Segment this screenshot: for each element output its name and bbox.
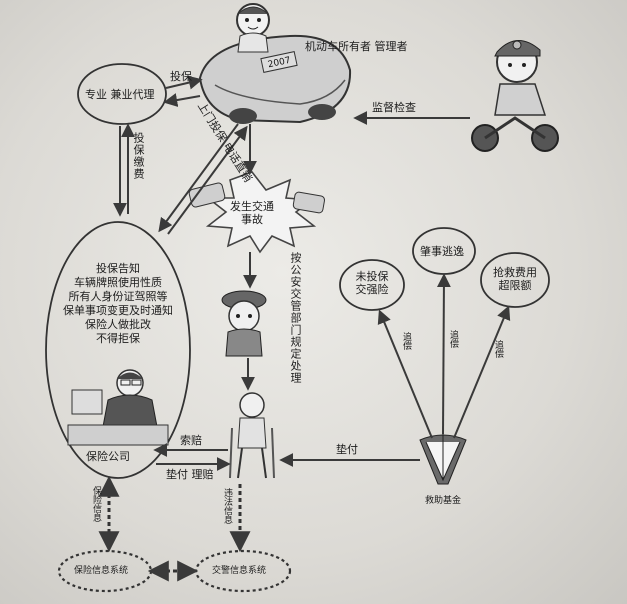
edge-advance-pay: 垫付 — [336, 443, 358, 456]
insurer-label: 保险公司 — [86, 450, 130, 463]
crashed-cars-icon — [188, 182, 326, 214]
arrow-insurer-to-owner-b — [167, 125, 248, 235]
owner-label: 机动车所有者 管理者 — [305, 40, 408, 53]
rescue-cost-line-1: 抢救费用 — [493, 266, 537, 279]
arrow-owner-to-insurer-a — [158, 123, 239, 233]
uninsured-label: 未投保 交强险 — [348, 270, 396, 296]
uninsured-line-2: 交强险 — [355, 283, 389, 296]
rescue-fund-icon — [419, 434, 467, 485]
edge-insurance-info: 保险信息 — [91, 486, 101, 522]
notice-block: 投保告知 车辆牌照使用性质 所有人身份证驾照等 保单事项变更及时通知 保险人做批… — [55, 262, 181, 346]
accident-line-2: 事故 — [241, 213, 263, 226]
police-motorcycle-icon — [471, 40, 559, 152]
notice-line-2: 车辆牌照使用性质 — [74, 276, 162, 289]
edge-recover-2: 追偿 — [448, 330, 458, 348]
notice-line-5: 保险人做批改 — [85, 318, 151, 331]
notice-line-4: 保单事项变更及时通知 — [63, 304, 173, 317]
injured-person-icon — [229, 392, 275, 479]
edge-recover-1: 追偿 — [401, 332, 411, 350]
edge-insure-pay: 投保缴费 — [132, 132, 145, 180]
police-procedure-label: 按公安交管部门规定处理 — [289, 252, 302, 384]
edge-supervise: 监督检查 — [372, 101, 416, 114]
arrow-recover-uninsured — [377, 309, 433, 439]
car-with-driver-icon — [198, 3, 352, 124]
edge-pay-settle: 垫付 理赔 — [166, 468, 214, 481]
notice-line-3: 所有人身份证驾照等 — [68, 290, 168, 303]
edge-violation-info: 违法信息 — [222, 488, 232, 524]
accident-line-1: 发生交通 — [230, 200, 274, 213]
agent-label: 专业 兼业代理 — [85, 88, 155, 101]
accident-label: 发生交通 事故 — [227, 200, 277, 226]
arrow-agent-to-owner — [165, 75, 203, 90]
uninsured-line-1: 未投保 — [355, 270, 389, 283]
traffic-police-icon — [221, 290, 267, 357]
edge-insure-top: 投保 — [170, 70, 192, 83]
arrow-recover-hit-and-run — [436, 273, 451, 435]
insurer-person-icon — [67, 369, 169, 446]
notice-line-1: 投保告知 — [96, 262, 140, 275]
edge-claim: 索赔 — [180, 434, 202, 447]
arrow-owner-to-agent — [163, 93, 201, 107]
rescue-cost-label: 抢救费用 超限额 — [488, 266, 542, 292]
rescue-cost-node-circle — [480, 252, 550, 308]
police-info-system-label: 交警信息系统 — [212, 566, 267, 576]
rescue-cost-line-2: 超限额 — [498, 279, 532, 292]
arrow-recover-rescue-cost — [453, 305, 511, 439]
uninsured-node-circle — [339, 259, 405, 311]
hit-and-run-label: 肇事逃逸 — [420, 245, 464, 258]
notice-line-6: 不得拒保 — [96, 332, 140, 345]
edge-recover-3: 追偿 — [493, 340, 503, 358]
ins-info-system-label: 保险信息系统 — [74, 566, 129, 576]
fund-label: 救助基金 — [425, 496, 462, 506]
